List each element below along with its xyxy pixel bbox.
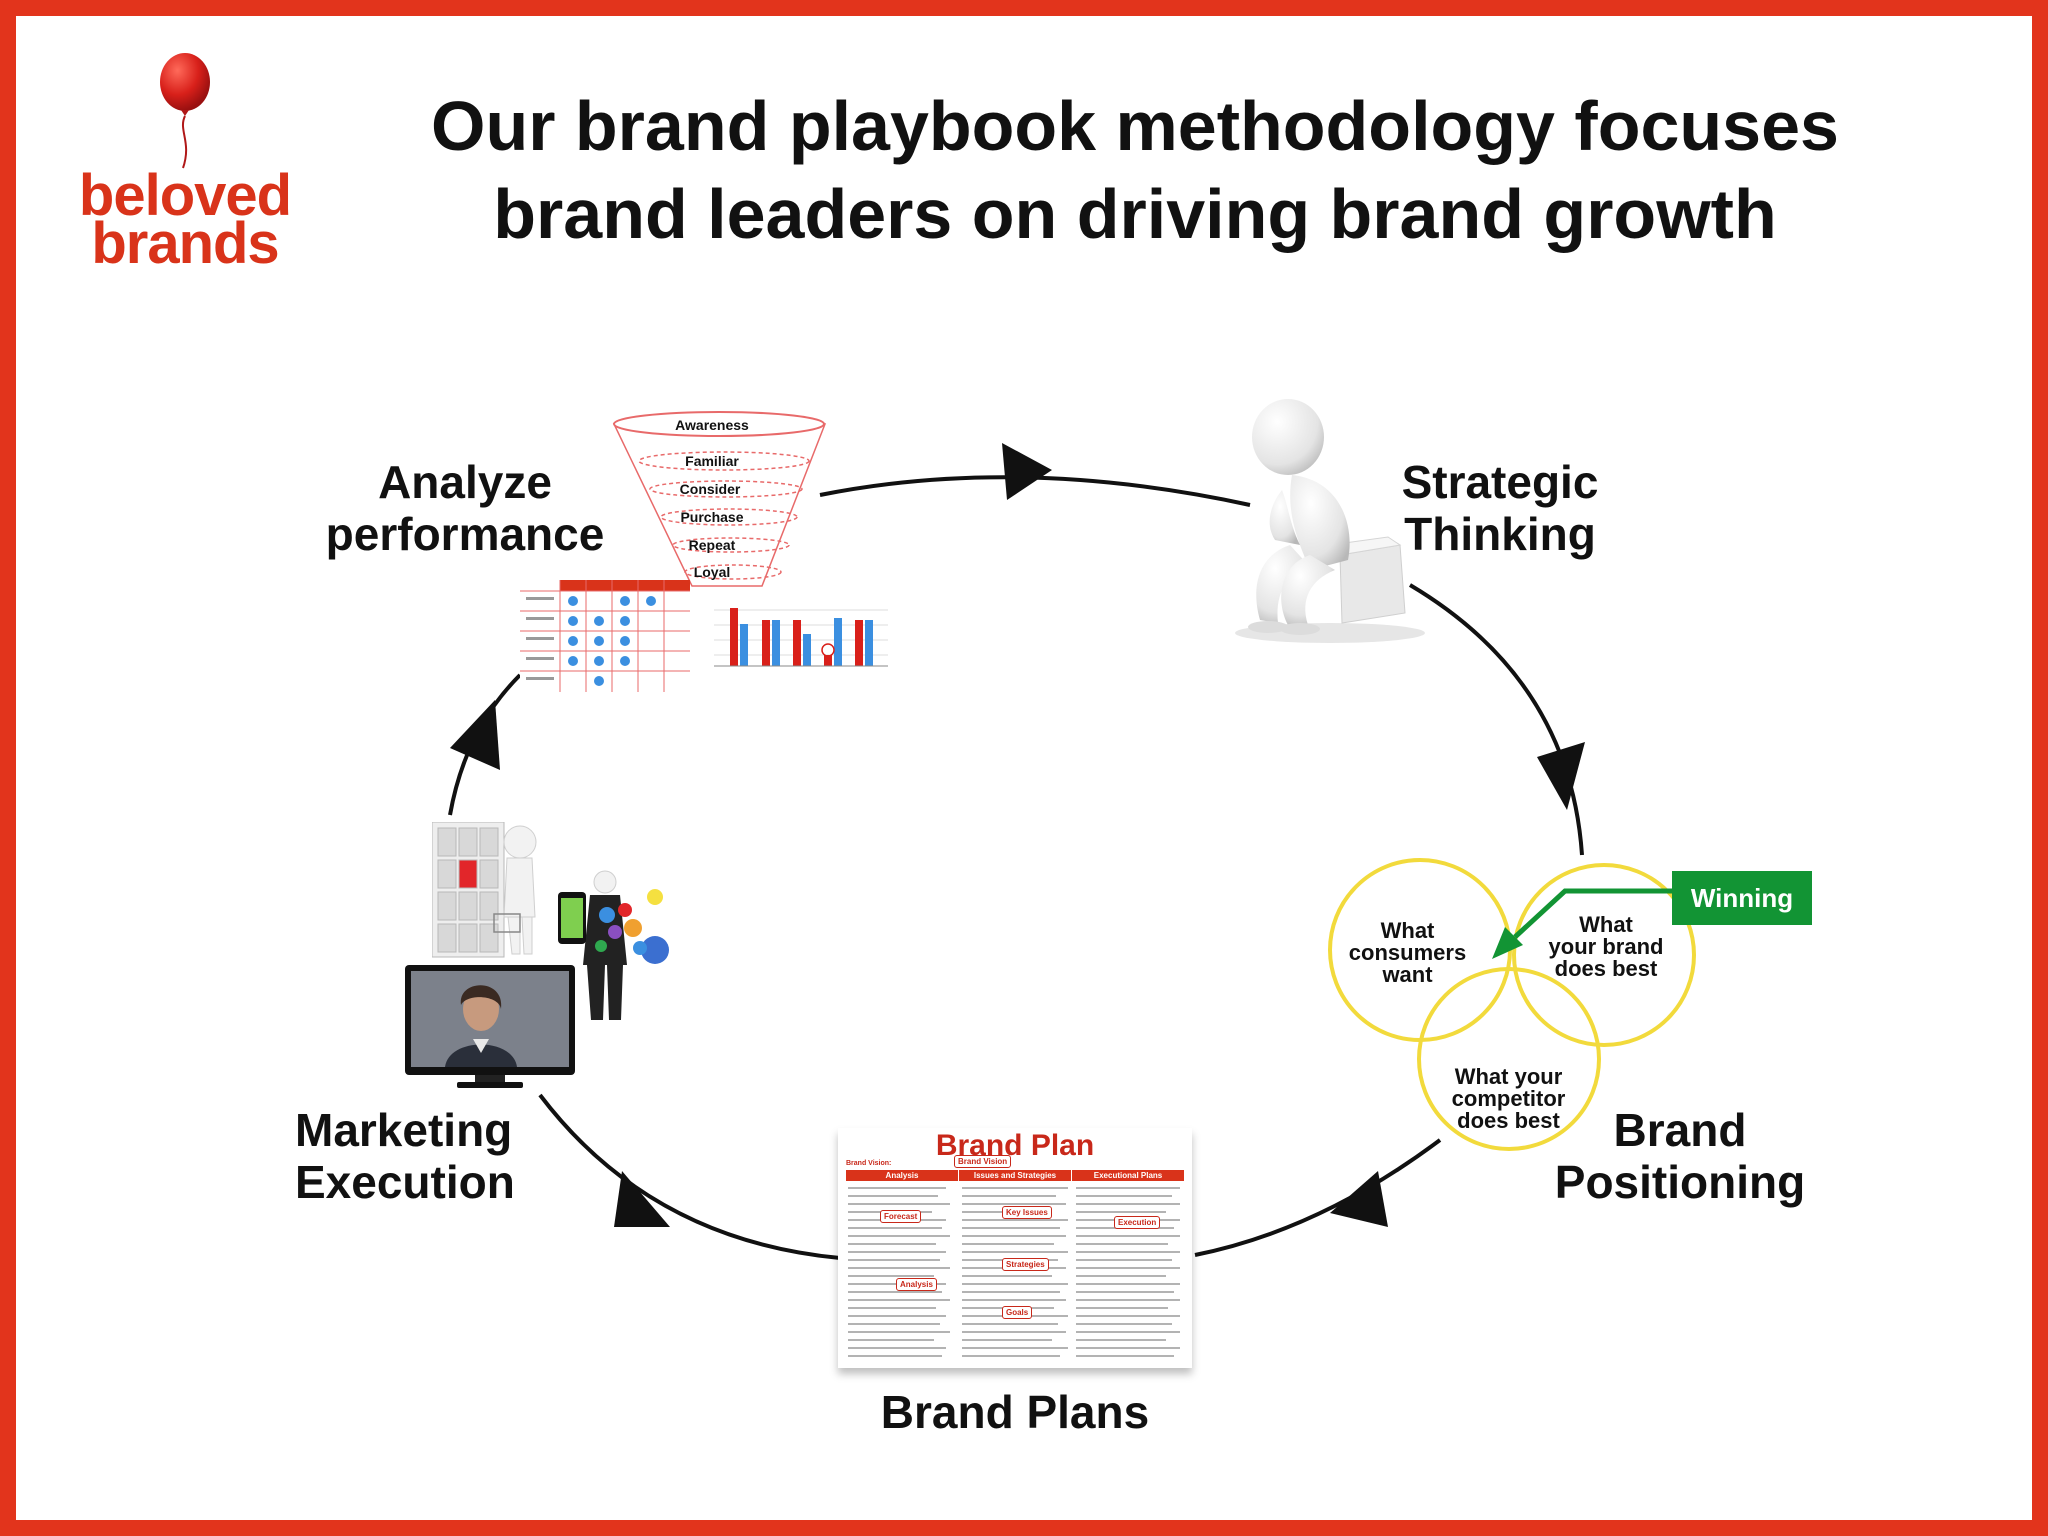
stage-execution-line-1: Marketing [295,1104,513,1156]
venn-consumers-line-1: What [1380,918,1435,943]
winning-badge: Winning [1672,871,1812,925]
venn-label-competitor: What your competitor does best [1436,1066,1581,1132]
callout-forecast: Forecast [880,1210,922,1223]
brand-vision-label: Brand Vision: [846,1160,892,1167]
callout-brand-vision: Brand Vision [954,1155,1012,1168]
bar-chart-thumbnail [714,608,888,667]
logo-line-1: beloved [78,163,292,228]
funnel-stage-repeat: Repeat [689,537,736,553]
arc-analyze-to-strategic [819,475,1251,507]
stage-strategic-line-1: Strategic [1401,456,1599,508]
callout-goals: Goals [1002,1306,1033,1319]
stage-positioning-line-1: Brand [1613,1104,1747,1156]
callout-key-issues: Key Issues [1002,1206,1052,1219]
arc-strategic-to-positioning [1408,583,1584,856]
brand-plan-document: Brand Plan Brand Vision: Analysis Issues… [838,1128,1192,1368]
stage-execution-line-2: Execution [295,1156,515,1208]
venn-diagram [1328,858,1696,1151]
funnel-stage-familiar: Familiar [685,453,739,469]
venn-label-brand: What your brand does best [1536,914,1676,980]
funnel-illustration: Awareness Familiar Consider Purchase Rep… [612,411,827,587]
venn-brand-line-1: What [1579,912,1633,937]
arrowhead-bottom-right [1330,1171,1388,1227]
venn-competitor-line-2: competitor [1451,1086,1566,1111]
winning-label: Winning [1690,883,1794,913]
stage-plans-label: Brand Plans [880,1386,1150,1438]
page-title-line-1: Our brand playbook methodology focuses [431,87,1839,165]
callout-execution: Execution [1114,1216,1161,1229]
stage-positioning-line-2: Positioning [1554,1156,1806,1208]
arrowhead-top [1002,443,1052,500]
venn-consumers-line-2: consumers [1348,940,1467,965]
arrowhead-left [450,700,500,770]
logo-line-2: brands [91,211,279,276]
arc-plans-to-execution [538,1093,841,1260]
funnel-stage-loyal: Loyal [694,564,731,580]
venn-competitor-line-1: What your [1454,1064,1563,1089]
brand-plan-body-lines [848,1187,1180,1357]
stage-strategic-line-2: Thinking [1404,508,1596,560]
venn-brand-line-2: your brand [1548,934,1664,959]
funnel-stage-purchase: Purchase [680,509,743,525]
phone-man-social-illustration [558,870,669,1020]
column-header-analysis: Analysis [885,1171,919,1180]
tv-screen-illustration [405,965,575,1088]
venn-circle-brand [1512,863,1696,1047]
callout-analysis: Analysis [896,1278,937,1291]
venn-label-consumers: What consumers want [1340,920,1475,986]
venn-brand-line-3: does best [1554,956,1658,981]
balloon-icon [160,53,210,169]
stage-execution-label: Marketing Execution [295,1104,555,1208]
retail-shelf-illustration [432,822,537,958]
winning-arrow [1513,888,1672,939]
thinker-figure-illustration [1235,399,1425,643]
column-header-executional: Executional Plans [1071,1170,1184,1181]
page-title-line-2: brand leaders on driving brand growth [493,175,1777,253]
column-header-issues: Issues and Strategies [958,1170,1071,1181]
performance-grid-thumbnail [520,580,690,692]
venn-competitor-line-3: does best [1457,1108,1560,1133]
brand-plan-title: Brand Plan [935,1129,1095,1162]
stage-analyze-line-2: performance [325,508,605,560]
arrowhead-bottom-left [614,1171,670,1227]
stage-analyze-line-1: Analyze [378,456,552,508]
brand-vision-line: Brand Vision: [846,1160,1186,1167]
venn-consumers-line-3: want [1382,962,1433,987]
stage-strategic-label: Strategic Thinking [1375,456,1625,560]
funnel-stage-consider: Consider [680,481,741,497]
stage-positioning-label: Brand Positioning [1530,1104,1830,1208]
funnel-stage-awareness: Awareness [675,417,749,433]
venn-circle-competitor [1417,967,1601,1151]
brand-plan-column-headers: Analysis Issues and Strategies Execution… [846,1170,1184,1181]
arrowhead-right [1537,742,1585,810]
bar-chart-bars [730,608,873,666]
arc-positioning-to-plans [1194,1138,1442,1257]
callout-strategies: Strategies [1002,1258,1049,1271]
stage-analyze-label: Analyze performance [305,456,625,560]
